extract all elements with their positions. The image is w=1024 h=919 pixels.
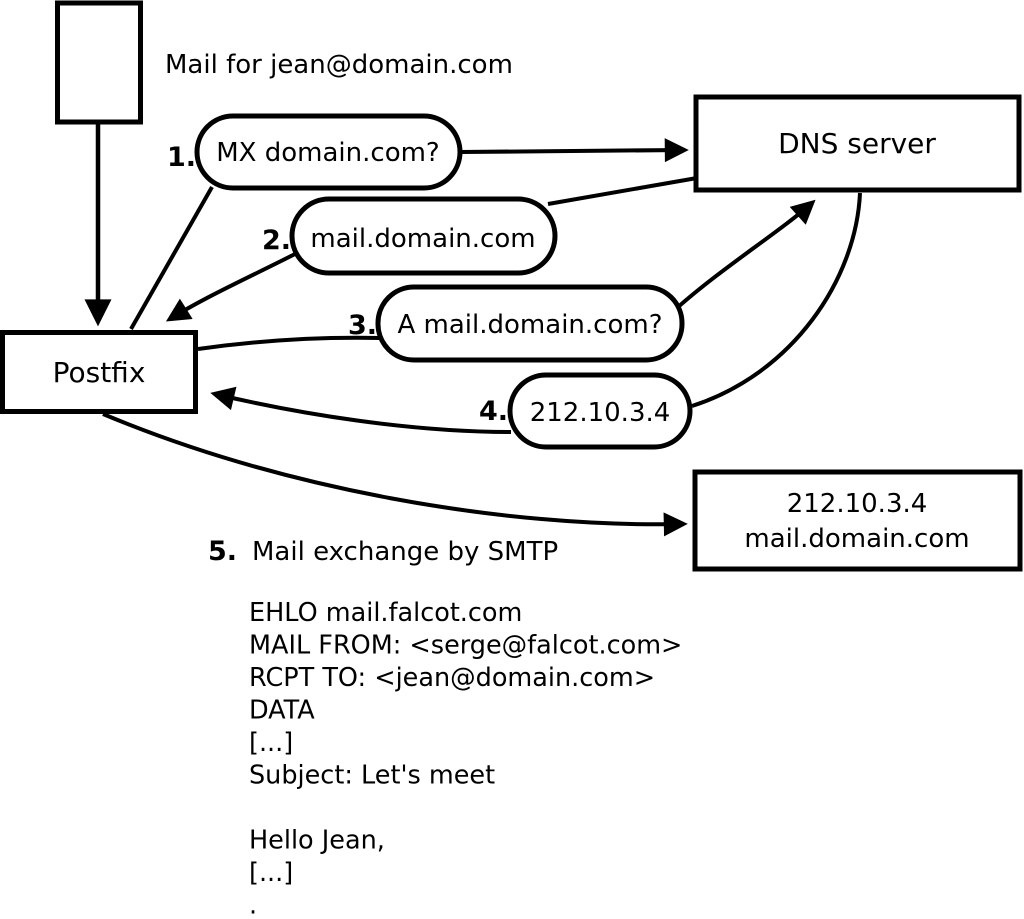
step4-label: 212.10.3.4 <box>530 398 671 428</box>
postfix-box <box>0 330 198 414</box>
postfix-label: Postfix <box>53 356 146 389</box>
step1-label: MX domain.com? <box>216 138 439 168</box>
smtp-line: [...] <box>249 728 293 758</box>
line-postfix-to-step1 <box>129 186 214 330</box>
step1-query-pill <box>194 113 463 191</box>
arrow-step2-to-postfix <box>165 251 298 322</box>
line-dns-to-step2 <box>547 176 698 206</box>
destination-ip-label: 212.10.3.4 <box>787 489 928 519</box>
diagram-title: Mail for jean@domain.com <box>165 50 513 80</box>
smtp-line: Subject: Let's meet <box>249 761 495 791</box>
step2-number: 2. <box>262 225 291 256</box>
arrow-postfix-to-destination <box>102 412 688 537</box>
step2-label: mail.domain.com <box>310 224 535 254</box>
arrow-step4-to-postfix <box>210 386 512 434</box>
destination-server-box <box>692 469 1023 572</box>
sender-message-box <box>55 0 143 125</box>
line-dns-to-step4 <box>691 192 862 408</box>
smtp-line: DATA <box>249 696 315 726</box>
destination-host-label: mail.domain.com <box>744 524 969 554</box>
arrow-step3-to-dns <box>675 199 816 310</box>
smtp-line: MAIL FROM: <serge@falcot.com> <box>249 631 682 661</box>
smtp-line: RCPT TO: <jean@domain.com> <box>249 663 655 693</box>
step5-label: Mail exchange by SMTP <box>252 537 558 567</box>
smtp-session-transcript: EHLO mail.falcot.com MAIL FROM: <serge@f… <box>249 598 682 919</box>
step3-label: A mail.domain.com? <box>398 310 663 340</box>
dns-server-label: DNS server <box>778 127 936 160</box>
smtp-line: [...] <box>249 858 293 888</box>
step2-answer-pill <box>289 196 558 276</box>
smtp-line: . <box>249 891 257 919</box>
arrow-step1-to-dns <box>459 138 689 163</box>
step5-number: 5. <box>208 536 237 567</box>
dns-server-box <box>693 94 1022 193</box>
step4-number: 4. <box>479 396 508 427</box>
step3-number: 3. <box>348 310 377 341</box>
step4-answer-pill <box>507 372 693 450</box>
step1-number: 1. <box>167 142 196 173</box>
step3-query-pill <box>375 284 685 363</box>
line-postfix-to-step3 <box>197 335 382 351</box>
smtp-line: EHLO mail.falcot.com <box>249 598 522 628</box>
smtp-line: Hello Jean, <box>249 826 385 856</box>
